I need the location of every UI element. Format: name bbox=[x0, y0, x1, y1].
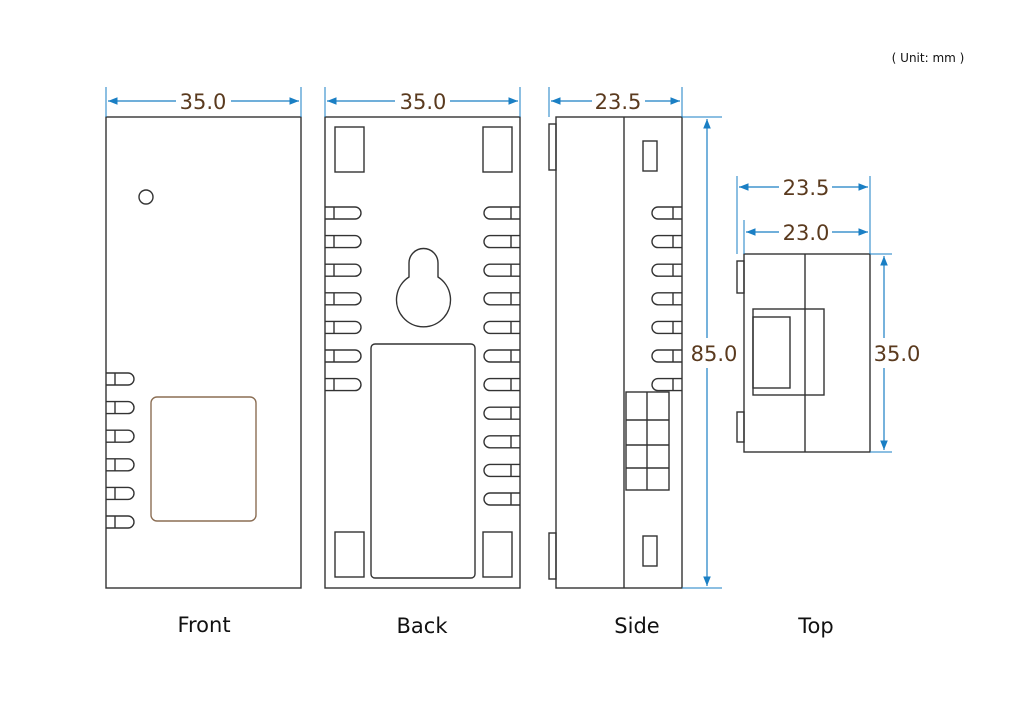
back-mount-tab bbox=[482, 531, 513, 578]
top-height-dimension: 35.0 bbox=[870, 253, 921, 453]
vent-slot bbox=[483, 349, 520, 363]
side-width-label: 23.5 bbox=[595, 90, 642, 114]
vent-slot bbox=[106, 486, 135, 501]
side-width-dimension: 23.5 bbox=[548, 87, 683, 117]
front-width-dimension: 35.0 bbox=[105, 87, 302, 117]
vent-slot bbox=[483, 492, 520, 506]
keyhole-slot bbox=[395, 247, 452, 328]
side-vents bbox=[651, 206, 682, 392]
back-width-dimension: 35.0 bbox=[324, 87, 521, 117]
side-latch bbox=[642, 535, 658, 567]
front-vents bbox=[106, 372, 135, 529]
top-connector bbox=[752, 308, 825, 396]
top-width-outer-dimension: 23.5 bbox=[736, 176, 871, 254]
vent-slot bbox=[483, 406, 520, 420]
back-label-area bbox=[370, 343, 476, 579]
top-width-outer-label: 23.5 bbox=[783, 176, 830, 200]
vent-slot bbox=[325, 206, 362, 220]
back-vents bbox=[325, 206, 520, 506]
top-body bbox=[743, 253, 871, 453]
front-body bbox=[105, 116, 302, 589]
vent-slot bbox=[325, 263, 362, 277]
back-mount-tab bbox=[482, 126, 513, 173]
top-width-inner-dimension: 23.0 bbox=[743, 220, 868, 254]
vent-slot bbox=[483, 263, 520, 277]
side-view bbox=[548, 116, 683, 589]
vent-slot bbox=[325, 320, 362, 335]
front-window bbox=[150, 396, 257, 522]
side-clip bbox=[548, 532, 557, 580]
vent-slot bbox=[651, 320, 682, 335]
back-view bbox=[324, 116, 521, 589]
vent-slot bbox=[106, 429, 135, 443]
vent-slot bbox=[483, 320, 520, 335]
vent-slot bbox=[651, 292, 682, 306]
vent-slot bbox=[325, 349, 362, 363]
vent-slot bbox=[483, 435, 520, 449]
vent-slot bbox=[325, 234, 362, 249]
top-clip bbox=[736, 260, 745, 294]
side-latch bbox=[642, 140, 658, 172]
vent-slot bbox=[106, 400, 135, 415]
vent-slot bbox=[106, 372, 135, 386]
back-mount-tab bbox=[334, 126, 365, 173]
vent-slot bbox=[483, 234, 520, 249]
back-body bbox=[324, 116, 521, 589]
vent-slot bbox=[651, 349, 682, 363]
top-view-label: Top bbox=[797, 614, 833, 638]
vent-slot bbox=[651, 377, 682, 392]
vent-slot bbox=[483, 463, 520, 478]
top-width-inner-label: 23.0 bbox=[783, 221, 830, 245]
back-mount-tab bbox=[334, 531, 365, 578]
side-clip bbox=[548, 123, 557, 171]
top-view bbox=[736, 253, 871, 453]
front-led bbox=[138, 189, 154, 205]
vent-slot bbox=[651, 263, 682, 277]
side-body bbox=[555, 116, 683, 589]
top-height-label: 35.0 bbox=[874, 342, 921, 366]
side-height-label: 85.0 bbox=[691, 342, 738, 366]
vent-slot bbox=[106, 458, 135, 472]
top-clip bbox=[736, 411, 745, 443]
back-view-label: Back bbox=[397, 614, 449, 638]
side-view-label: Side bbox=[614, 614, 659, 638]
vent-slot bbox=[106, 515, 135, 529]
front-view bbox=[105, 116, 302, 589]
vent-slot bbox=[651, 234, 682, 249]
vent-slot bbox=[325, 292, 362, 306]
vent-slot bbox=[483, 377, 520, 392]
vent-slot bbox=[483, 292, 520, 306]
back-width-label: 35.0 bbox=[400, 90, 447, 114]
front-width-label: 35.0 bbox=[180, 90, 227, 114]
front-view-label: Front bbox=[177, 613, 230, 637]
vent-slot bbox=[651, 206, 682, 220]
side-height-dimension: 85.0 bbox=[682, 116, 738, 589]
vent-slot bbox=[483, 206, 520, 220]
vent-slot bbox=[325, 377, 362, 392]
unit-note: ( Unit: mm ) bbox=[892, 51, 965, 65]
